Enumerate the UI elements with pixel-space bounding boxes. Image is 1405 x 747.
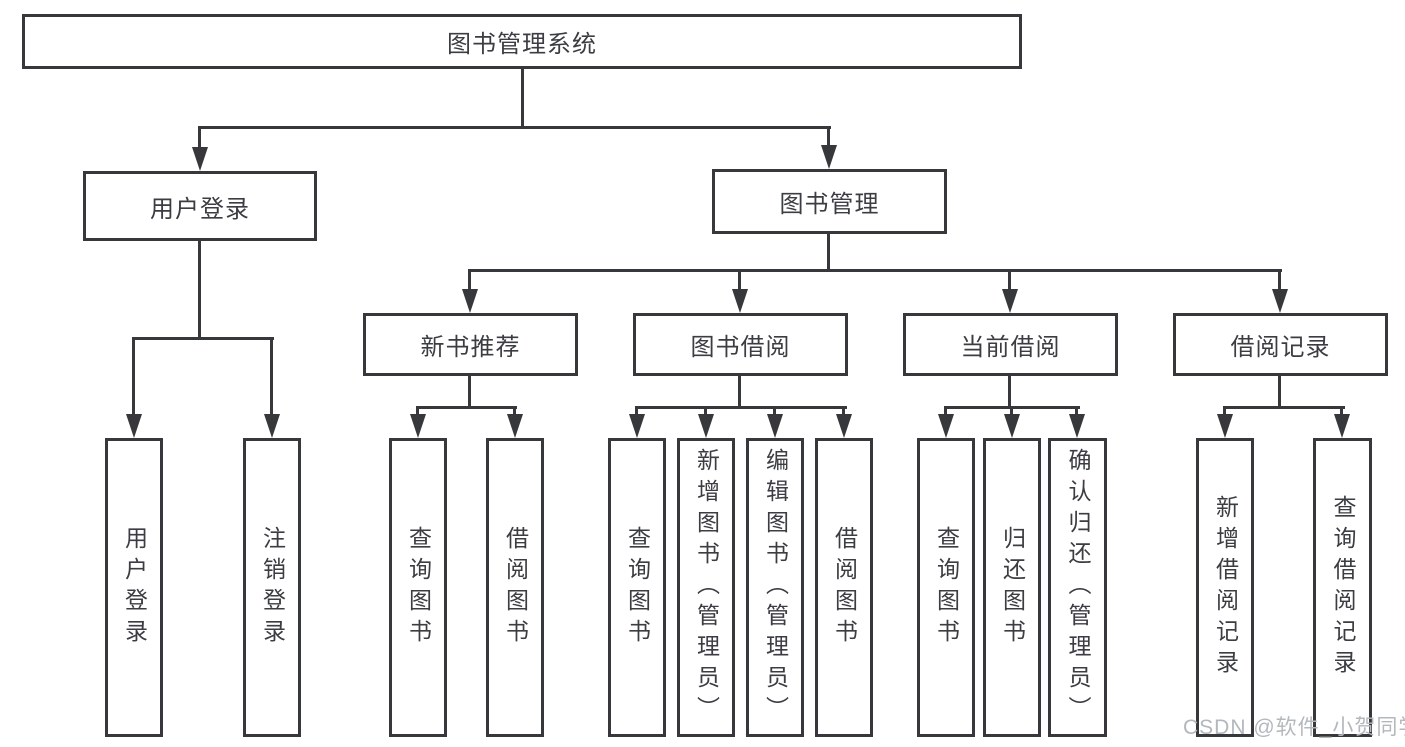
csdn-watermark: CSDN @软件_小贺同学 <box>1183 716 1405 739</box>
arrow-down-icon <box>1002 289 1018 313</box>
connector-branch-level2 <box>198 126 831 129</box>
connector-branch-book-borrow <box>635 406 847 409</box>
arrow-down-icon <box>507 414 523 438</box>
node-new-book-recommend: 新书推荐 <box>363 313 578 376</box>
leaf-query-books-borrow: 查询图书 <box>608 438 666 737</box>
node-book-borrow: 图书借阅 <box>633 313 848 376</box>
connector-line <box>1340 406 1343 416</box>
arrow-down-icon <box>192 147 208 171</box>
arrow-down-icon <box>836 414 852 438</box>
connector-line <box>1008 269 1011 291</box>
arrow-down-icon <box>462 289 478 313</box>
arrow-down-icon <box>1272 289 1288 313</box>
arrow-down-icon <box>1334 414 1350 438</box>
arrow-down-icon <box>732 289 748 313</box>
arrow-down-icon <box>698 414 714 438</box>
node-current-borrow: 当前借阅 <box>903 313 1118 376</box>
leaf-borrow-books-borrow: 借阅图书 <box>815 438 873 737</box>
leaf-add-borrow-record: 新增借阅记录 <box>1196 438 1254 737</box>
leaf-logout: 注销登录 <box>243 438 301 737</box>
connector-line <box>635 406 638 416</box>
leaf-query-books-recommend: 查询图书 <box>389 438 447 737</box>
arrow-down-icon <box>767 414 783 438</box>
connector-line <box>132 337 135 415</box>
connector-root-stem <box>521 69 524 129</box>
connector-line <box>738 269 741 291</box>
connector-line <box>1075 406 1078 416</box>
leaf-query-borrow-record: 查询借阅记录 <box>1313 438 1372 737</box>
connector-user-login-stem <box>198 241 201 340</box>
connector-branch-level3 <box>468 269 1282 272</box>
connector-line <box>468 269 471 291</box>
connector-line <box>1278 269 1281 291</box>
connector-line <box>704 406 707 416</box>
arrow-down-icon <box>264 414 280 438</box>
leaf-borrow-books-recommend: 借阅图书 <box>486 438 544 737</box>
connector-line <box>773 406 776 416</box>
leaf-return-book: 归还图书 <box>983 438 1041 737</box>
connector-line <box>513 406 516 416</box>
connector-line <box>1278 376 1281 409</box>
arrow-down-icon <box>1069 414 1085 438</box>
connector-branch-user-login <box>132 337 274 340</box>
node-book-management: 图书管理 <box>712 169 947 234</box>
connector-line <box>842 406 845 416</box>
connector-line <box>1010 406 1013 416</box>
leaf-query-books-current: 查询图书 <box>917 438 975 737</box>
connector-line <box>944 406 947 416</box>
arrow-down-icon <box>1004 414 1020 438</box>
connector-branch-new-book <box>416 406 517 409</box>
node-borrow-records: 借阅记录 <box>1173 313 1388 376</box>
node-library-system: 图书管理系统 <box>22 14 1022 69</box>
leaf-edit-book-admin: 编辑图书（管理员） <box>746 438 804 737</box>
connector-line <box>270 337 273 415</box>
arrow-down-icon <box>126 414 142 438</box>
connector-line <box>738 376 741 409</box>
connector-line <box>827 126 830 147</box>
arrow-down-icon <box>629 414 645 438</box>
node-user-login: 用户登录 <box>83 171 317 241</box>
arrow-down-icon <box>410 414 426 438</box>
arrow-down-icon <box>938 414 954 438</box>
leaf-confirm-return-admin: 确认归还（管理员） <box>1048 438 1107 737</box>
connector-line <box>468 376 471 409</box>
leaf-user-login: 用户登录 <box>105 438 163 737</box>
connector-line <box>1008 376 1011 409</box>
connector-line <box>416 406 419 416</box>
connector-line <box>198 126 201 148</box>
arrow-down-icon <box>821 145 837 169</box>
connector-book-mgmt-stem <box>827 234 830 272</box>
leaf-add-book-admin: 新增图书（管理员） <box>677 438 735 737</box>
connector-branch-borrow-records <box>1223 406 1345 409</box>
arrow-down-icon <box>1217 414 1233 438</box>
connector-line <box>1223 406 1226 416</box>
